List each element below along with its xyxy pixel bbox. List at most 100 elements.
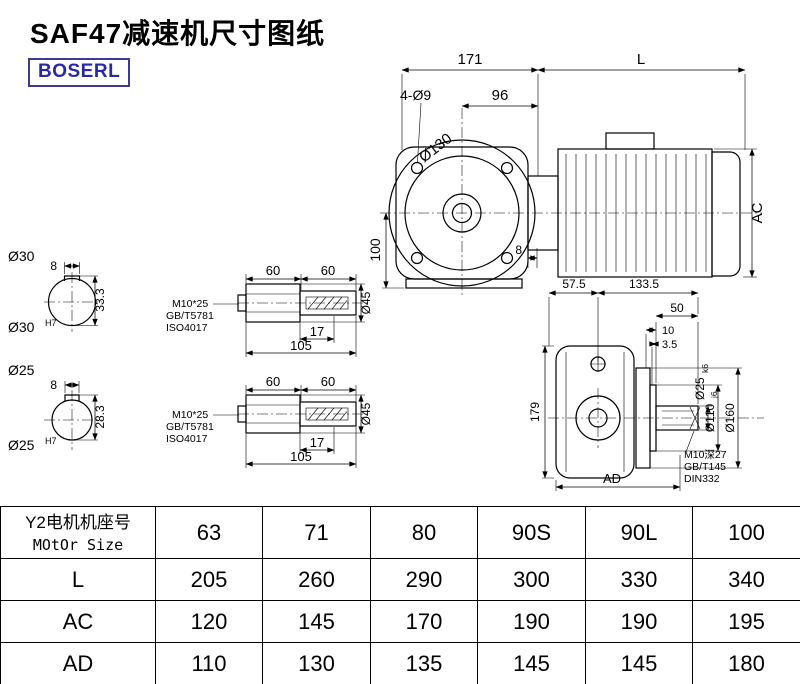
bore-30-tolerance-sup: H7: [45, 318, 57, 328]
table-cell: 135: [370, 642, 478, 684]
table-cell: 340: [692, 558, 800, 601]
shaft-detail-bottom: 60 60 17 105 Ø45 M10*25 GB/T5781 ISO4017: [166, 374, 373, 468]
dim-171-label: 171: [457, 51, 482, 68]
bore-30-key-width-label: 8: [50, 259, 57, 273]
row-label-AD: AD: [0, 642, 156, 684]
table-cell-size: 71: [262, 506, 371, 559]
table-cell-size: 100: [692, 506, 800, 559]
bore-30-key-depth-label: 33.3: [93, 288, 107, 312]
table-cell: 180: [692, 642, 800, 684]
table-cell: 190: [585, 600, 693, 643]
motor-fins: [565, 154, 707, 272]
shaft-bore-inner: [451, 202, 473, 224]
flange-dia-label: Ø160: [723, 403, 737, 433]
gearbox-foot: [405, 278, 523, 289]
front-view: 171 L 96 4-Ø9 Ø130 100 AC: [367, 51, 766, 296]
shaft-dia-label: Ø25: [693, 377, 707, 400]
dim-17-label: 17: [310, 324, 324, 339]
table-cell: 205: [155, 558, 263, 601]
dim-60-left-label: 60: [266, 263, 280, 278]
dia-45-label: Ø45: [359, 402, 373, 425]
table-cell: 110: [155, 642, 263, 684]
bore-30-keyway: [63, 275, 81, 281]
technical-drawing: 171 L 96 4-Ø9 Ø130 100 AC: [8, 51, 766, 491]
brand-logo: BOSERL: [28, 58, 131, 87]
table-cell: 330: [585, 558, 693, 601]
table-cell: 170: [370, 600, 478, 643]
fan-cover: [711, 151, 741, 277]
header-line-en: MOtOr Size: [32, 535, 124, 554]
tap-spec-label: M10深27: [684, 449, 727, 461]
table-cell: 260: [262, 558, 371, 601]
bore-25-tolerance-label: Ø25: [8, 437, 35, 453]
keyway-slot: [305, 296, 349, 310]
dim-8-label: 8: [515, 243, 522, 257]
output-shaft: [655, 405, 699, 431]
row-label-L: L: [0, 558, 156, 601]
bore-30-tolerance-label: Ø30: [8, 319, 35, 335]
bore-25-keyway: [64, 394, 80, 401]
dim-100-label: 100: [367, 238, 383, 262]
tap-std1-label: GB/T145: [684, 461, 726, 473]
dim-133-5-label: 133.5: [629, 277, 659, 291]
table-cell: 145: [477, 642, 586, 684]
bolt-std1-label: GB/T5781: [166, 310, 214, 322]
bolt-std1-label: GB/T5781: [166, 421, 214, 433]
dim-96-label: 96: [492, 87, 509, 104]
table-row-AC: AC 120 145 170 190 190 195: [0, 600, 800, 643]
side-housing: [555, 345, 635, 479]
dim-L-label: L: [637, 51, 645, 68]
bore-section-25: 8 28.3 Ø25 Ø25 H7: [8, 362, 107, 453]
header-line-cn: Y2电机机座号: [25, 512, 131, 532]
dim-179-label: 179: [528, 402, 542, 422]
bolt-head: [237, 294, 247, 312]
side-view: 57.5 133.5 50 10 3.5 Ø25 k6 Ø110 j6: [528, 277, 764, 491]
output-bore-inner: [588, 408, 608, 428]
shaft-end-cross: [689, 406, 701, 430]
bore-25-key-depth-label: 28.3: [93, 405, 107, 429]
table-cell: 190: [477, 600, 586, 643]
bolt-holes-label: 4-Ø9: [400, 87, 431, 103]
table-cell: 195: [692, 600, 800, 643]
terminal-box: [605, 132, 655, 150]
bolt-head: [237, 405, 247, 423]
bolt-std2-label: ISO4017: [166, 433, 208, 445]
dim-50-label: 50: [670, 301, 684, 315]
bore-25-key-width-label: 8: [50, 378, 57, 392]
dim-57-5-label: 57.5: [562, 277, 586, 291]
bore-30-label: Ø30: [8, 248, 35, 264]
flange-dia-label: Ø130: [416, 130, 455, 166]
table-cell: 145: [262, 600, 371, 643]
table-cell: 300: [477, 558, 586, 601]
bolt-spec-label: M10*25: [172, 409, 208, 421]
spigot-dia-label: Ø110: [703, 403, 717, 432]
table-cell-size: 63: [155, 506, 263, 559]
dim-3-5-label: 3.5: [662, 339, 677, 351]
table-cell-size: 90L: [585, 506, 693, 559]
shaft-dia-sup: k6: [700, 364, 710, 373]
dim-AC-label: AC: [749, 202, 766, 223]
keyway-slot: [305, 407, 349, 421]
shaft-detail-top: 60 60 17 105 Ø45 M10*25 GB/T5781 ISO4017: [166, 263, 373, 357]
dimension-table: Y2电机机座号 MOtOr Size 63 71 80 90S 90L 100 …: [0, 506, 800, 684]
table-header-row: Y2电机机座号 MOtOr Size 63 71 80 90S 90L 100: [0, 506, 800, 559]
shaft-end: [299, 290, 357, 316]
page-title: SAF47减速机尺寸图纸: [30, 18, 326, 49]
table-row-AD: AD 110 130 135 145 145 180: [0, 642, 800, 684]
table-cell: 120: [155, 600, 263, 643]
brand-logo-text: BOSERL: [38, 61, 121, 82]
dim-10-label: 10: [662, 325, 674, 337]
dim-60-right-label: 60: [321, 374, 335, 389]
dim-17-label: 17: [310, 435, 324, 450]
dim-105-label: 105: [290, 449, 312, 464]
row-label-AC: AC: [0, 600, 156, 643]
shaft-end: [299, 401, 357, 427]
bore-25-label: Ø25: [8, 362, 35, 378]
dim-AD-label: AD: [603, 471, 621, 486]
bolt-spec-label: M10*25: [172, 298, 208, 310]
dim-60-left-label: 60: [266, 374, 280, 389]
bolt-hole: [410, 161, 424, 175]
spigot-dia-sup: j6: [709, 391, 719, 399]
output-bore-outer: [575, 395, 621, 441]
